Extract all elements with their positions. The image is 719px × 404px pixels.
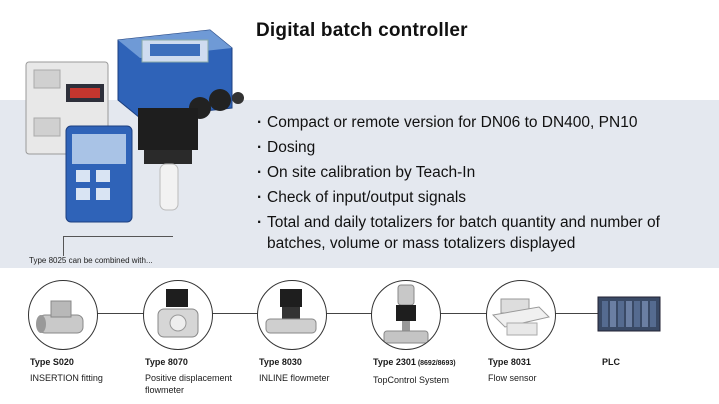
insertion-fitting-icon <box>28 280 98 350</box>
product-type: Type S020 <box>30 357 74 367</box>
connector-line <box>63 236 64 256</box>
product-label: PLC <box>602 356 620 368</box>
product-label: Type 8031 Flow sensor <box>488 356 537 384</box>
product-desc: TopControl System <box>373 375 450 385</box>
plc-icon <box>597 296 661 332</box>
product-type-suffix: (8692/8693) <box>415 360 456 367</box>
feature-item: Total and daily totalizers for batch qua… <box>257 212 712 254</box>
product-chain-line <box>60 313 660 314</box>
product-label: Type 8030 INLINE flowmeter <box>259 356 330 384</box>
product-desc: Positive displacement flowmeter <box>145 373 233 395</box>
feature-item: On site calibration by Teach-In <box>257 162 712 183</box>
displacement-flowmeter-icon <box>143 280 213 350</box>
product-label: Type S020 INSERTION fitting <box>30 356 103 384</box>
page-title: Digital batch controller <box>256 20 468 41</box>
product-desc: INSERTION fitting <box>30 373 103 383</box>
product-type: PLC <box>602 357 620 367</box>
feature-item: Compact or remote version for DN06 to DN… <box>257 112 712 133</box>
feature-list: Compact or remote version for DN06 to DN… <box>257 112 712 258</box>
feature-item: Dosing <box>257 137 712 158</box>
batch-controller-illustration <box>25 29 244 223</box>
product-type: Type 2301 <box>373 357 416 367</box>
inline-flowmeter-icon <box>257 280 327 350</box>
product-label: Type 2301 (8692/8693) TopControl System <box>373 356 456 386</box>
product-label: Type 8070 Positive displacement flowmete… <box>145 356 245 396</box>
product-desc: Flow sensor <box>488 373 537 383</box>
product-desc: INLINE flowmeter <box>259 373 330 383</box>
product-type: Type 8031 <box>488 357 531 367</box>
topcontrol-valve-icon <box>371 280 441 350</box>
flow-sensor-icon <box>486 280 556 350</box>
product-type: Type 8070 <box>145 357 188 367</box>
feature-item: Check of input/output signals <box>257 187 712 208</box>
combination-note: Type 8025 can be combined with... <box>29 256 153 265</box>
product-type: Type 8030 <box>259 357 302 367</box>
connector-line <box>63 236 173 237</box>
